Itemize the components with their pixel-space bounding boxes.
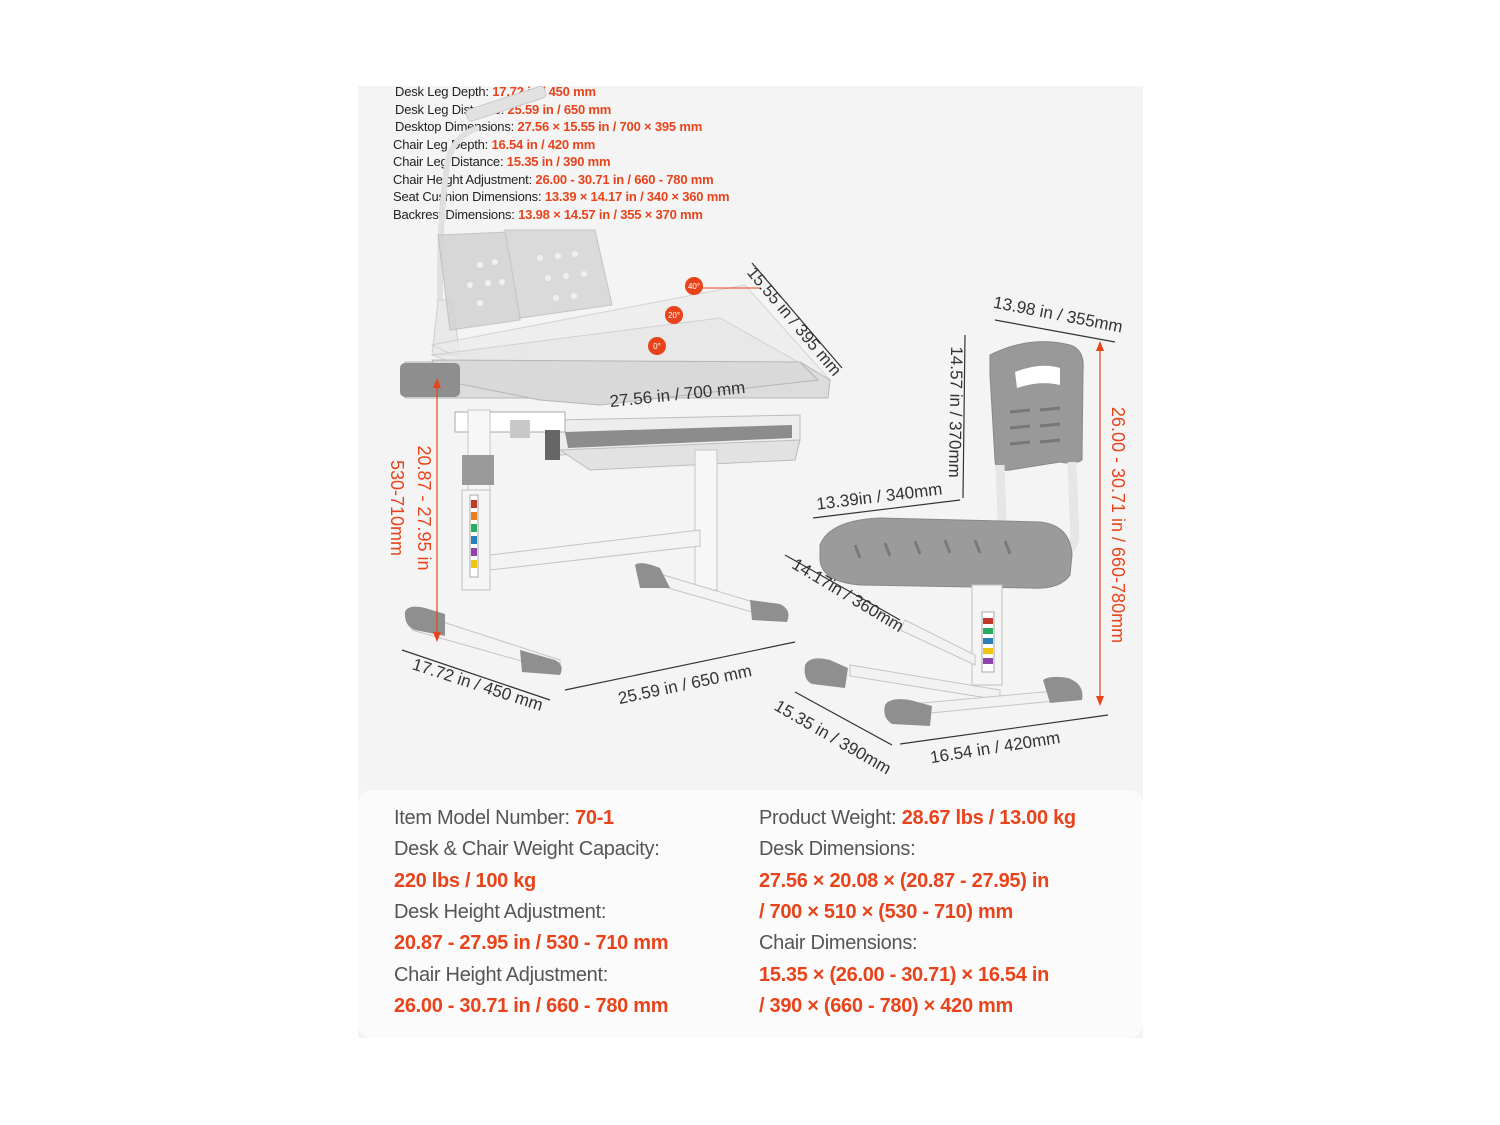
desk-height-scale	[469, 494, 479, 578]
desk-leg-distance-label: 25.59 in / 650 mm	[616, 661, 753, 708]
desk-dims-line2: / 700 × 510 × (530 - 710) mm	[759, 901, 1013, 923]
product-weight: Product Weight: 28.67 lbs / 13.00 kg	[759, 807, 1076, 829]
spec-chair-height: Chair Height Adjustment: 26.00 - 30.71 i…	[393, 171, 714, 187]
desk-height-in-label: 20.87 - 27.95 in	[414, 445, 434, 570]
info-panel: Item Model Number: 70-1 Desk & Chair Wei…	[358, 790, 1143, 1038]
angle-markers: 40° 20° 0°	[648, 277, 760, 355]
desk-dims-label: Desk Dimensions:	[759, 838, 916, 860]
desk-drawing	[400, 85, 832, 675]
dimension-lines-red	[436, 345, 1101, 702]
dimension-lines	[401, 262, 1116, 746]
chair-height-label: Chair Height Adjustment:	[394, 964, 609, 986]
angle-0-marker	[648, 337, 666, 355]
chair-height-scale	[981, 611, 995, 673]
model-number: Item Model Number: 70-1	[394, 807, 614, 829]
book-stand	[437, 229, 613, 331]
chair-drawing	[804, 341, 1084, 726]
desk-height-label: Desk Height Adjustment:	[394, 901, 607, 923]
angle-0-label: 0°	[653, 342, 661, 351]
angle-20-label: 20°	[668, 311, 680, 320]
desk-height-value: 20.87 - 27.95 in / 530 - 710 mm	[394, 932, 669, 954]
chair-leg-depth-label: 16.54 in / 420mm	[929, 728, 1062, 767]
capacity-label: Desk & Chair Weight Capacity:	[394, 838, 660, 860]
desk-drawer	[554, 414, 801, 471]
chair-leg-distance-label: 15.35 in / 390mm	[771, 696, 894, 778]
spec-seat-cushion: Seat Cushion Dimensions: 13.39 × 14.17 i…	[393, 189, 730, 204]
backrest-height-label: 14.57 in / 370mm	[945, 346, 966, 478]
angle-40-label: 40°	[688, 282, 700, 291]
desk-dims-line1: 27.56 × 20.08 × (20.87 - 27.95) in	[759, 870, 1050, 892]
desk-height-mm-label: 530-710mm	[387, 460, 407, 556]
chair-dims-line1: 15.35 × (26.00 - 30.71) × 16.54 in	[759, 964, 1050, 986]
capacity-value: 220 lbs / 100 kg	[394, 870, 536, 892]
chair-dims-line2: / 390 × (660 - 780) × 420 mm	[759, 995, 1013, 1017]
dimension-arrowheads	[433, 341, 1104, 706]
spec-backrest: Backrest Dimensions: 13.98 × 14.57 in / …	[393, 206, 703, 222]
seat-slots	[853, 539, 1012, 559]
angle-20-marker	[665, 306, 683, 324]
spec-desktop-dimensions: Desktop Dimensions: 27.56 × 15.55 in / 7…	[395, 119, 703, 134]
chair-height-label: 26.00 - 30.71 in / 660-780mm	[1108, 407, 1128, 643]
backrest-slots	[1009, 406, 1061, 446]
seat-width-label: 13.39in / 340mm	[815, 479, 943, 513]
chair-dims-label: Chair Dimensions:	[759, 932, 918, 954]
angle-40-marker	[685, 277, 703, 295]
backrest-width-label: 13.98 in / 355mm	[992, 293, 1125, 337]
chair-height-value: 26.00 - 30.71 in / 660 - 780 mm	[394, 995, 669, 1017]
spec-chair-leg-depth: Chair Leg Depth: 16.54 in / 420 mm	[393, 136, 596, 152]
